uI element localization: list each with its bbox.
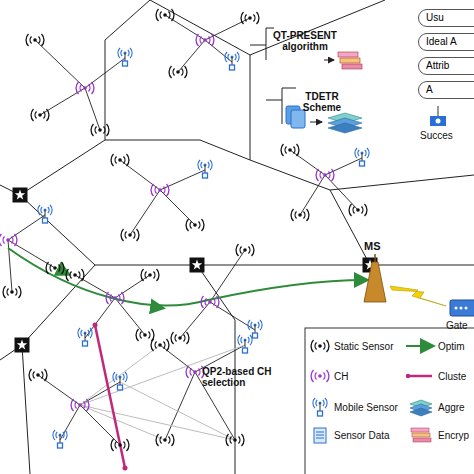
legend-box	[305, 328, 474, 474]
panel-pill: Ideal A	[418, 33, 474, 51]
cluster-head	[0, 34, 334, 411]
cluster-boundary	[93, 323, 128, 471]
algorithm-icon	[324, 52, 362, 69]
pill-text: Usu	[426, 12, 474, 24]
annotation-label: Gate	[446, 320, 468, 331]
pill-text: Ideal A	[426, 36, 474, 48]
legend-text: Static Sensor	[334, 341, 393, 352]
annotation-label: QP2-based CH selection	[202, 366, 276, 388]
legend-text: Optim	[438, 341, 465, 352]
annotation-label: QT-PRESENT algorithm	[272, 30, 338, 52]
legend-text: Aggre	[438, 402, 465, 413]
gateway-icon	[450, 300, 474, 316]
wireless-link	[390, 286, 446, 306]
legend-text: Cluste	[438, 371, 466, 382]
pill-text: A	[426, 84, 474, 96]
panel-pill: Usu	[418, 9, 474, 27]
panel-pill: Attrib	[418, 57, 474, 75]
candidate-link	[80, 345, 245, 440]
annotation-label: Succes	[420, 130, 453, 141]
route-arrow	[155, 307, 162, 308]
annotation-label: MS	[364, 240, 381, 252]
panel-pill: A	[418, 81, 474, 99]
success-icon	[430, 106, 446, 126]
legend-text: Sensor Data	[334, 430, 390, 441]
legend-text: Mobile Sensor	[334, 402, 398, 413]
ms-tower	[364, 254, 386, 302]
pill-text: Attrib	[426, 60, 474, 72]
annotation-label: TDETR Scheme	[298, 91, 346, 113]
legend-text: CH	[334, 371, 348, 382]
optimal-route	[8, 248, 366, 306]
legend-text: Encryp	[438, 430, 469, 441]
